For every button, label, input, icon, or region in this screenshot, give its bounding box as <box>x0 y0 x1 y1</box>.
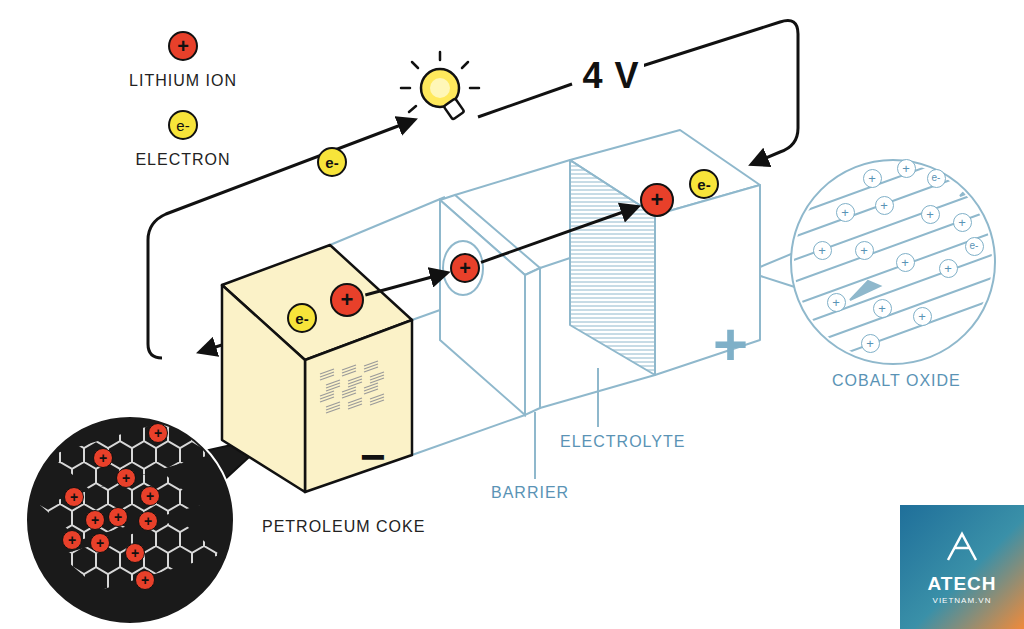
particle-symbol: e- <box>325 155 338 170</box>
legend-text: LITHIUM ION <box>129 73 237 89</box>
lithium-ion-small: + <box>85 510 105 530</box>
legend-text: ELECTRON <box>135 152 230 168</box>
lithium-ion-small: + <box>875 196 894 215</box>
electron: e- <box>317 147 347 177</box>
voltage-label: 4 V <box>578 58 643 94</box>
watermark-text: VIETNAM.VN <box>933 597 992 605</box>
part-label: BARRIER <box>491 485 569 501</box>
particle-symbol: + <box>651 189 664 211</box>
part-label: ELECTROLYTE <box>560 434 685 450</box>
lithium-ion-small: + <box>140 486 160 506</box>
electron-small: e- <box>927 169 946 188</box>
lithium-ion-small: + <box>135 570 155 590</box>
particle-symbol: e- <box>295 311 308 326</box>
watermark-text: ATECH <box>927 574 996 593</box>
coke-texture <box>364 389 378 394</box>
lithium-ion-small: + <box>836 203 855 222</box>
watermark <box>900 505 1024 629</box>
coke-texture <box>364 367 378 372</box>
part-label: PETROLEUM COKE <box>262 519 425 535</box>
coke-texture <box>326 408 340 413</box>
lithium-ion-small: + <box>896 253 915 272</box>
leader-lines <box>535 368 598 479</box>
polarity-sign: − <box>360 435 386 479</box>
coke-texture <box>320 397 334 402</box>
anode-block: − <box>220 243 416 496</box>
lithium-ion-small: + <box>863 169 882 188</box>
lithium-ion-small: + <box>861 334 880 353</box>
block-face <box>305 320 412 492</box>
coke-texture <box>342 393 356 398</box>
lithium-ion-small: + <box>855 241 874 260</box>
lithium-ion-small: + <box>62 530 82 550</box>
coke-texture <box>326 386 340 391</box>
lithium-ion-small: + <box>939 259 958 278</box>
electron-small: e- <box>965 237 984 256</box>
coke-texture <box>370 378 384 383</box>
particle-symbol: e- <box>697 177 710 192</box>
coke-texture <box>348 382 362 387</box>
lithium-ion-small: + <box>921 205 940 224</box>
coke-texture <box>320 375 334 380</box>
part-label: COBALT OXIDE <box>832 373 961 389</box>
particle-symbol: + <box>459 258 471 278</box>
lithium-ion-small: + <box>138 511 158 531</box>
lithium-ion-small: + <box>873 299 892 318</box>
block-outline <box>220 243 416 496</box>
lithium-ion-small: + <box>813 241 832 260</box>
electron: e- <box>287 303 317 333</box>
lithium-ion-small: + <box>953 213 972 232</box>
polarity-sign: + <box>713 315 748 375</box>
coke-texture <box>342 371 356 376</box>
lithium-ion-small: + <box>125 543 145 563</box>
coke-texture <box>348 404 362 409</box>
legend-symbol: e- <box>176 118 189 133</box>
ion-flow-arrow <box>365 273 446 295</box>
lithium-ion: + <box>450 253 480 283</box>
lithium-ion-small: + <box>913 307 932 326</box>
block-face <box>655 185 760 375</box>
coke-texture <box>370 400 384 405</box>
lithium-ion-small: + <box>148 423 168 443</box>
lithium-ion-small: + <box>827 293 846 312</box>
lithium-ion-small: + <box>116 468 136 488</box>
cobalt-oxide-magnifier <box>748 140 1000 377</box>
electron: e- <box>689 169 719 199</box>
lithium-ion: + <box>640 183 674 217</box>
lithium-ion-small: + <box>897 159 916 178</box>
lithium-ion: + <box>330 283 364 317</box>
legend-symbol: + <box>177 36 189 56</box>
lithium-ion-small: + <box>108 507 128 527</box>
particle-symbol: + <box>341 289 354 311</box>
lithium-ion-small: + <box>90 533 110 553</box>
lithium-ion-small: + <box>93 448 113 468</box>
light-bulb <box>401 52 479 120</box>
cathode-block: + <box>568 128 764 379</box>
barrier-panel <box>440 195 540 415</box>
lithium-ion-small: + <box>64 487 84 507</box>
